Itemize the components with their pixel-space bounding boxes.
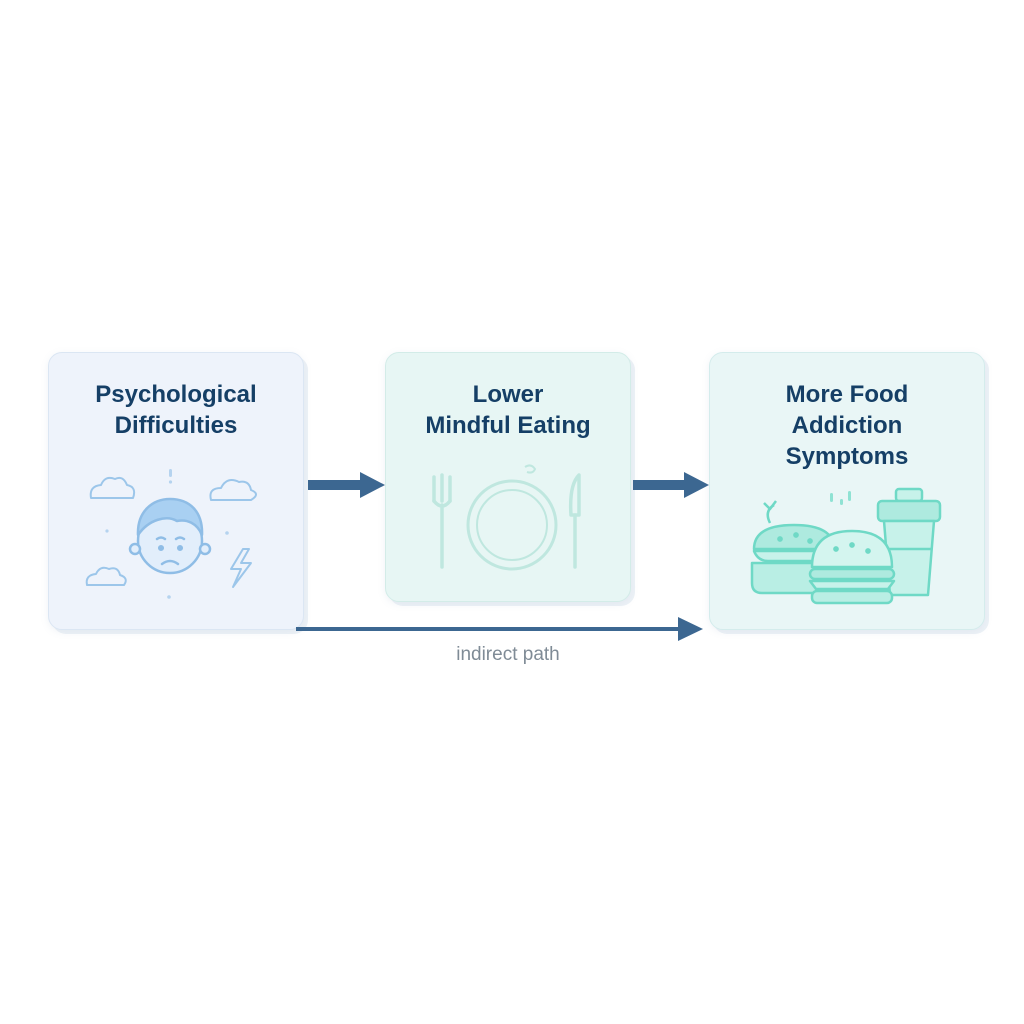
lightning-icon: [230, 548, 252, 588]
node-title-line: Mindful Eating: [425, 412, 591, 439]
mindful-eating-icon-group: [432, 464, 581, 571]
node-lower-mindful-eating: Lower Mindful Eating: [385, 352, 631, 602]
node-title-line: Psychological: [95, 381, 257, 408]
fork-icon: [432, 473, 452, 569]
node-title: More Food Addiction Symptoms: [710, 379, 984, 472]
node-title: Lower Mindful Eating: [386, 379, 630, 441]
edge-mindful-to-food: [633, 472, 709, 498]
worried-face-icon: [128, 497, 212, 575]
burger-icon: [808, 529, 896, 605]
node-title-line: Symptoms: [785, 443, 909, 470]
node-more-food-addiction-symptoms: More Food Addiction Symptoms: [709, 352, 985, 630]
node-title-line: Lower: [472, 381, 544, 408]
cloud-icon: [85, 476, 257, 586]
node-title-line: Addiction: [791, 412, 903, 439]
indirect-path-label: indirect path: [456, 644, 560, 665]
node-title-line: Difficulties: [114, 412, 238, 439]
plate-icon: [466, 464, 558, 571]
psychological-icon-group: [85, 469, 257, 599]
knife-icon: [568, 473, 581, 569]
node-title: Psychological Difficulties: [49, 379, 303, 441]
decoration-dots: [105, 469, 229, 599]
edge-indirect-path: [296, 617, 703, 641]
decoration-marks: [830, 491, 851, 505]
edge-psych-to-mindful: [308, 472, 385, 498]
food-icon-group: [750, 487, 942, 605]
node-title-line: More Food: [785, 381, 909, 408]
drink-cup-icon: [876, 487, 942, 597]
node-psychological-difficulties: Psychological Difficulties: [48, 352, 304, 630]
